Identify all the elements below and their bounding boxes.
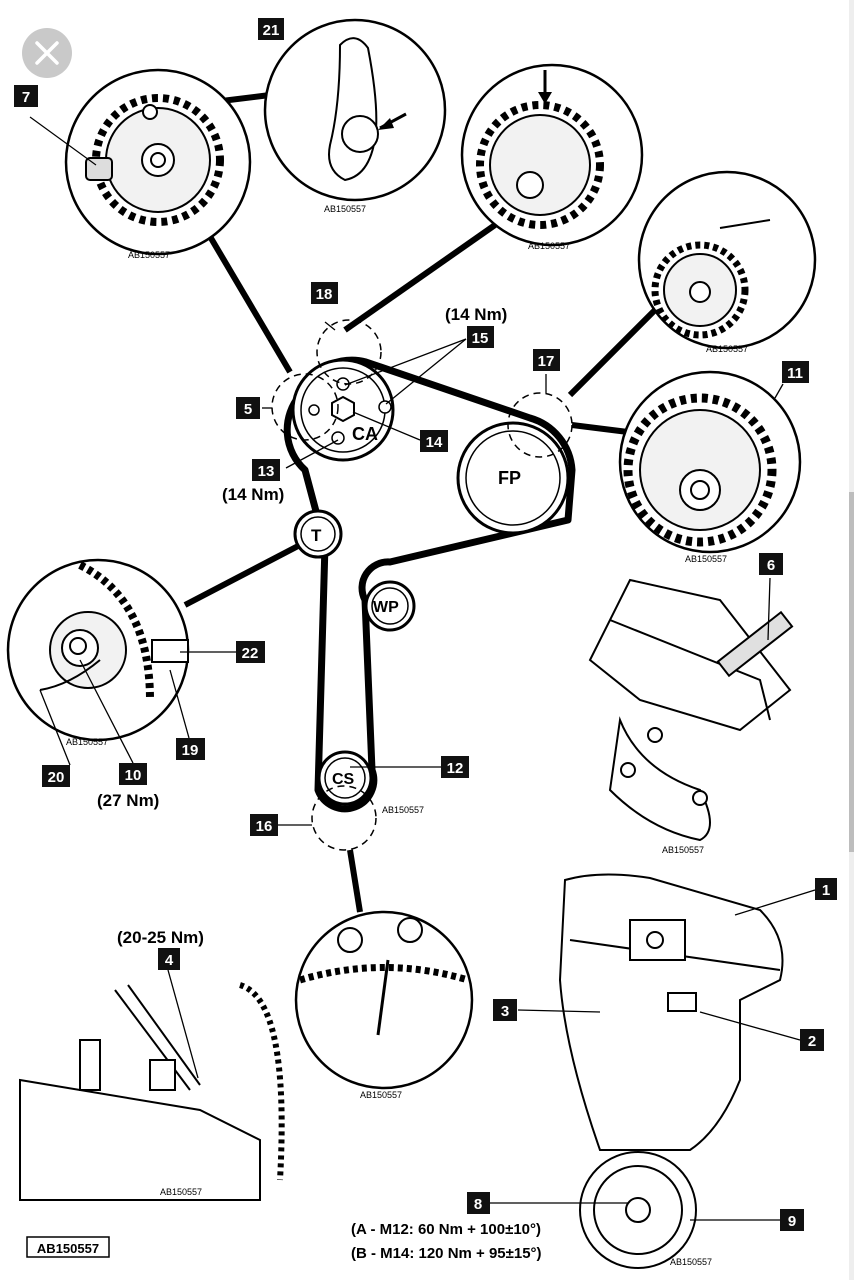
torque-15: (14 Nm) <box>445 305 507 324</box>
water-pump-pulley: WP <box>364 580 416 632</box>
callout-3: 3 <box>493 999 517 1021</box>
svg-text:19: 19 <box>182 742 199 759</box>
callout-boxes: 21 7 18 15 17 11 5 14 13 6 22 19 20 10 1… <box>14 18 837 1231</box>
callout-6: 6 <box>759 553 783 575</box>
callout-16: 16 <box>250 814 278 836</box>
torque-10: (27 Nm) <box>97 791 159 810</box>
close-icon <box>35 41 59 65</box>
image-ref-topright: AB150557 <box>528 241 570 251</box>
image-ref-21: AB150557 <box>324 204 366 214</box>
callout-7: 7 <box>14 85 38 107</box>
callout-17: 17 <box>533 349 560 371</box>
image-ref-crank: AB150557 <box>360 1090 402 1100</box>
detail-timing-cover <box>558 873 784 1269</box>
callout-8: 8 <box>467 1192 490 1214</box>
svg-text:9: 9 <box>788 1213 796 1230</box>
detail-slot: AB150557 <box>263 18 447 214</box>
svg-text:10: 10 <box>125 767 142 784</box>
svg-text:18: 18 <box>316 286 333 303</box>
torque-4: (20-25 Nm) <box>117 928 204 947</box>
pulley-label-ca: CA <box>352 424 378 444</box>
callout-21: 21 <box>258 18 284 40</box>
image-ref-fp-pulley: AB150557 <box>685 554 727 564</box>
svg-text:20: 20 <box>48 769 65 786</box>
close-button[interactable] <box>22 28 72 78</box>
svg-text:5: 5 <box>244 401 252 418</box>
svg-text:7: 7 <box>22 89 30 106</box>
detail-cam-locking-pin <box>29 68 252 256</box>
timing-belt <box>283 356 576 813</box>
image-ref-engine: AB150557 <box>160 1187 202 1197</box>
camshaft-pulley: CA <box>291 358 395 462</box>
svg-text:4: 4 <box>165 952 174 969</box>
image-ref-tensioner: AB150557 <box>66 737 108 747</box>
image-reference-box: AB150557 <box>26 1236 110 1258</box>
svg-text:6: 6 <box>767 557 775 574</box>
svg-text:16: 16 <box>256 818 273 835</box>
detail-cam-mark: AB150557 <box>460 63 644 251</box>
svg-text:AB150557: AB150557 <box>37 1241 99 1256</box>
image-ref-cam-pin: AB150557 <box>128 250 170 260</box>
svg-text:1: 1 <box>822 882 830 899</box>
torque-8a: (A - M12: 60 Nm + 100±10°) <box>351 1221 541 1238</box>
pulley-label-wp: WP <box>373 599 399 616</box>
detail-engine-block <box>19 982 285 1201</box>
callout-14: 14 <box>420 430 448 452</box>
svg-text:17: 17 <box>538 353 555 370</box>
svg-text:13: 13 <box>258 463 275 480</box>
callout-4: 4 <box>158 948 180 970</box>
callout-11: 11 <box>782 361 809 383</box>
image-ref-fp-gear: AB150557 <box>706 344 748 354</box>
tensioner-pulley: T <box>293 509 343 559</box>
detail-fuel-pump-gear: AB150557 <box>637 170 817 354</box>
pulley-label-t: T <box>311 526 322 545</box>
leader-lines <box>39 321 816 1221</box>
torque-8b: (B - M14: 120 Nm + 95±15°) <box>351 1245 542 1262</box>
callout-10: 10 <box>119 763 147 785</box>
svg-text:21: 21 <box>263 22 280 39</box>
callout-18: 18 <box>311 282 338 304</box>
detail-fuel-pump-pulley: AB150557 <box>618 370 802 564</box>
pulley-label-cs: CS <box>332 771 355 788</box>
scroll-thumb[interactable] <box>849 492 854 852</box>
svg-text:3: 3 <box>501 1003 509 1020</box>
svg-text:11: 11 <box>787 365 803 382</box>
callout-20: 20 <box>42 765 70 787</box>
callout-2: 2 <box>800 1029 824 1051</box>
crankshaft-pulley: CS <box>317 750 373 806</box>
svg-text:15: 15 <box>472 330 489 347</box>
callout-19: 19 <box>176 738 205 760</box>
svg-text:8: 8 <box>474 1196 482 1213</box>
svg-text:14: 14 <box>426 434 443 451</box>
callout-15: 15 <box>467 326 494 348</box>
pulley-label-fp: FP <box>498 468 521 488</box>
callout-1: 1 <box>815 878 837 900</box>
fuel-pump-pulley: FP <box>456 421 570 535</box>
svg-text:2: 2 <box>808 1033 816 1050</box>
svg-text:22: 22 <box>242 645 259 662</box>
callout-22: 22 <box>236 641 265 663</box>
image-ref-cs: AB150557 <box>382 805 424 815</box>
image-ref-tool: AB150557 <box>662 845 704 855</box>
callout-13: 13 <box>252 459 280 481</box>
callout-5: 5 <box>236 397 260 419</box>
callout-12: 12 <box>441 756 469 778</box>
torque-13: (14 Nm) <box>222 485 284 504</box>
detail-tensioner: AB150557 <box>6 558 190 747</box>
svg-text:12: 12 <box>447 760 464 777</box>
detail-crank-mark: AB150557 <box>294 910 474 1100</box>
detail-locking-tool <box>588 578 794 842</box>
callout-9: 9 <box>780 1209 804 1231</box>
image-ref-cover: AB150557 <box>670 1257 712 1267</box>
